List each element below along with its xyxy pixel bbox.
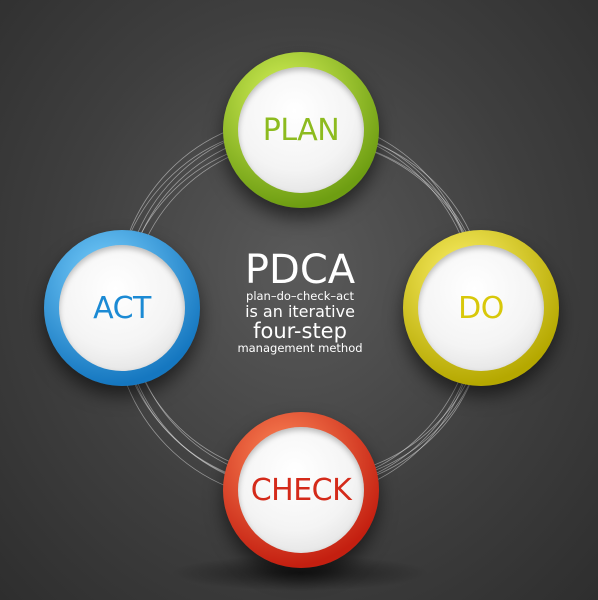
plan-node[interactable]: PLAN (223, 52, 379, 208)
do-node[interactable]: DO (403, 230, 559, 386)
act-face: ACT (59, 245, 185, 371)
center-line-4: management method (237, 341, 363, 355)
do-face: DO (418, 245, 544, 371)
plan-face: PLAN (238, 67, 364, 193)
do-label: DO (458, 290, 504, 326)
act-node[interactable]: ACT (44, 230, 200, 386)
pdca-title: PDCA (244, 247, 356, 293)
check-face: CHECK (238, 427, 364, 553)
center-line-2: is an iterative (245, 302, 355, 321)
center-line-3: four-step (253, 319, 347, 343)
act-label: ACT (93, 290, 151, 326)
check-node[interactable]: CHECK (223, 412, 379, 568)
plan-label: PLAN (262, 112, 340, 148)
center-line-1: plan–do–check–act (246, 289, 354, 303)
check-label: CHECK (250, 472, 352, 508)
center-text: PDCA plan–do–check–act is an iterative f… (220, 250, 380, 355)
